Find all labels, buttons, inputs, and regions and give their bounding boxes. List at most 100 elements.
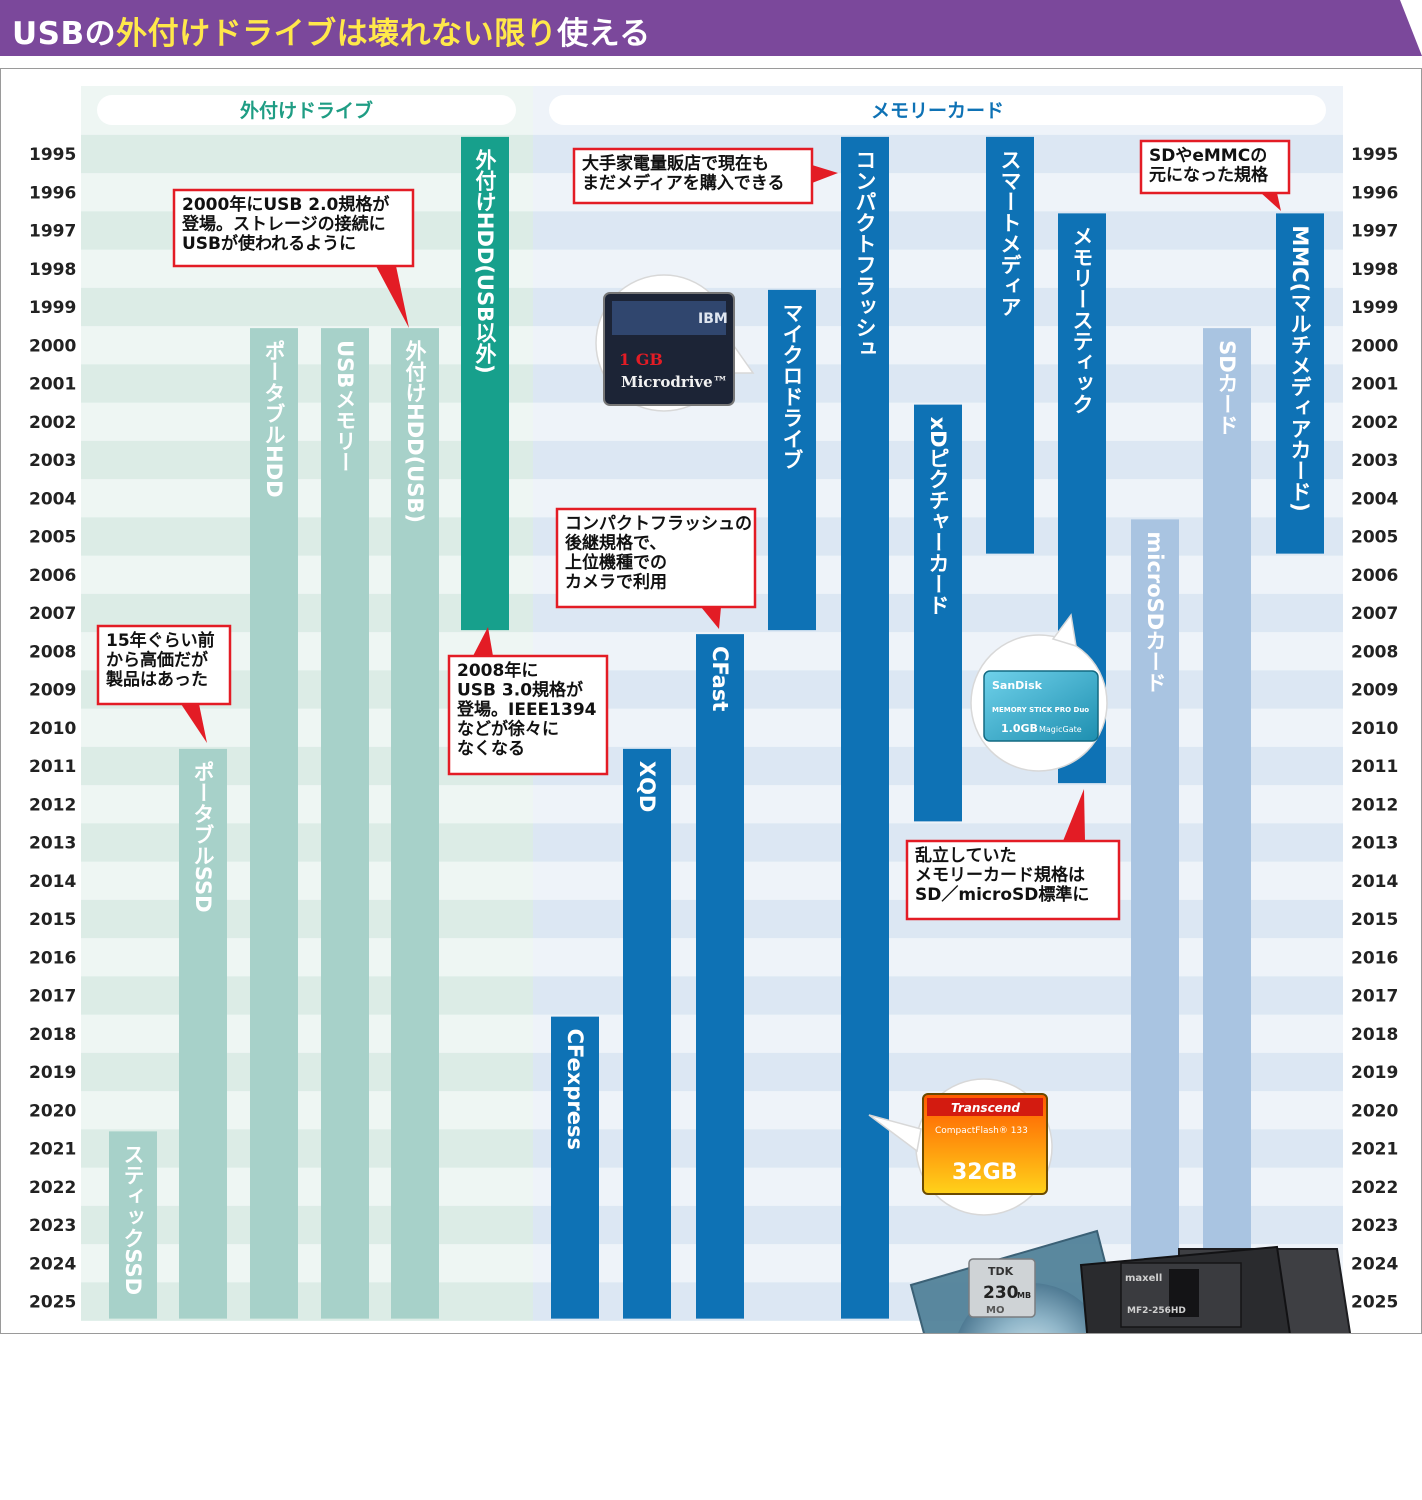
year-label-right: 2017: [1351, 987, 1398, 1007]
callout-pointer: [701, 607, 721, 629]
floppy-model: MF2-256HD: [1127, 1306, 1186, 1316]
year-label-right: 2009: [1351, 681, 1398, 701]
year-label-left: 2021: [29, 1140, 76, 1160]
bar-label: スティックSSD: [121, 1143, 145, 1295]
callout-text: コンパクトフラッシュの: [565, 514, 752, 534]
year-label-left: 2023: [29, 1216, 76, 1236]
timeline-bar: [696, 634, 744, 1319]
year-label-left: 2001: [29, 375, 76, 395]
year-stripe: [533, 211, 1343, 250]
compactflash-photo: Transcend CompactFlash® 133 32GB: [868, 1078, 1053, 1216]
timeline-bar: [179, 748, 227, 1319]
year-label-left: 2007: [29, 604, 76, 624]
year-label-right: 2021: [1351, 1140, 1398, 1160]
year-label-right: 2014: [1351, 872, 1398, 892]
year-label-right: 2023: [1351, 1216, 1398, 1236]
callout-text: などが徐々に: [457, 719, 559, 740]
year-label-right: 2004: [1351, 489, 1398, 509]
callout-text: USB 3.0規格が: [457, 680, 583, 701]
year-stripe: [81, 134, 533, 174]
year-label-right: 2013: [1351, 834, 1398, 854]
callout-text: 15年ぐらい前: [106, 630, 215, 651]
timeline-bar: [461, 136, 509, 631]
callout-box: [555, 507, 757, 609]
mo-sub: MO: [986, 1305, 1004, 1316]
year-label-right: 1999: [1351, 298, 1398, 318]
year-label-left: 1995: [29, 145, 76, 165]
callout-pointer: [473, 627, 493, 656]
mo-capacity: 230: [983, 1283, 1019, 1303]
callout-box: [1139, 139, 1291, 195]
callout-text: まだメディアを購入できる: [582, 173, 784, 194]
callout-text: 後継規格で、: [565, 533, 666, 554]
callout-box: [905, 839, 1121, 921]
year-label-right: 2008: [1351, 642, 1398, 662]
year-label-left: 1996: [29, 183, 76, 203]
year-label-left: 2015: [29, 910, 76, 930]
callout-text: 元になった規格: [1149, 165, 1269, 186]
year-stripe: [81, 287, 533, 327]
bar-label: 外付けHDD(USB): [403, 340, 427, 523]
callout-text: 2000年にUSB 2.0規格が: [182, 194, 389, 215]
callout-text: 大手家電量販店で現在も: [582, 153, 769, 174]
microdrive-ibm-label: IBM: [698, 311, 728, 327]
timeline-bar: [1131, 519, 1179, 1319]
year-stripe: [81, 364, 533, 403]
year-stripe: [81, 440, 533, 480]
year-label-right: 2019: [1351, 1063, 1398, 1083]
year-label-right: 2025: [1351, 1293, 1398, 1313]
year-label-right: 2002: [1351, 413, 1398, 433]
year-label-left: 2014: [29, 872, 76, 892]
timeline-bar: [986, 136, 1034, 554]
title-bar: USBの外付けドライブは壊れない限り使える: [0, 0, 1422, 56]
timeline-bar: [109, 1131, 157, 1319]
callout-text: SDやeMMCの: [1149, 146, 1267, 166]
callout-box: [172, 188, 415, 268]
group-header-pill: [549, 95, 1326, 125]
compactflash-line1: CompactFlash® 133: [935, 1126, 1028, 1136]
callout-text: SD／microSD標準に: [915, 884, 1089, 905]
callout-text: 乱立していた: [915, 845, 1017, 866]
callout-text: カメラで利用: [565, 572, 667, 593]
title-bar-corner: [1400, 0, 1422, 56]
timeline-bar: [623, 748, 671, 1319]
year-label-right: 2020: [1351, 1101, 1398, 1121]
mo-disk-photo: TDK 230 MB MO: [909, 1229, 1125, 1333]
year-label-left: 2013: [29, 834, 76, 854]
callout-pointer: [1063, 789, 1085, 841]
timeline-bar: [391, 328, 439, 1319]
year-label-right: 2015: [1351, 910, 1398, 930]
callout-text: から高価だが: [106, 650, 208, 671]
compactflash-brand: Transcend: [951, 1101, 1020, 1115]
bar-label: スマートメディア: [998, 149, 1022, 317]
memorystick-capacity: 1.0GB: [1001, 722, 1038, 735]
year-label-left: 2006: [29, 566, 76, 586]
timeline-bar: [250, 328, 298, 1319]
year-label-right: 2012: [1351, 795, 1398, 815]
bar-label: microSDカード: [1143, 531, 1167, 693]
callout-pointer: [376, 266, 409, 328]
callout-box: [572, 147, 814, 205]
floppy-photo: maxell MF2-256HD 1 GB Microdrive™: [1079, 1245, 1352, 1333]
year-label-right: 2018: [1351, 1025, 1398, 1045]
timeline-bar: [1276, 213, 1324, 554]
callout-box: [96, 624, 232, 706]
memorystick-photo: SanDisk MEMORY STICK PRO Duo 1.0GB Magic…: [970, 613, 1108, 772]
year-label-left: 2017: [29, 987, 76, 1007]
year-label-right: 2010: [1351, 719, 1398, 739]
callout-text: 登場。ストレージの接続に: [181, 214, 386, 235]
bar-label: コンパクトフラッシュ: [853, 149, 877, 359]
year-label-left: 2009: [29, 681, 76, 701]
memorystick-suffix: MagicGate: [1039, 725, 1082, 734]
year-stripe: [81, 517, 533, 556]
year-label-right: 2003: [1351, 451, 1398, 471]
timeline-bar: [914, 404, 962, 822]
year-label-right: 2007: [1351, 604, 1398, 624]
mo-unit: MB: [1017, 1291, 1031, 1300]
